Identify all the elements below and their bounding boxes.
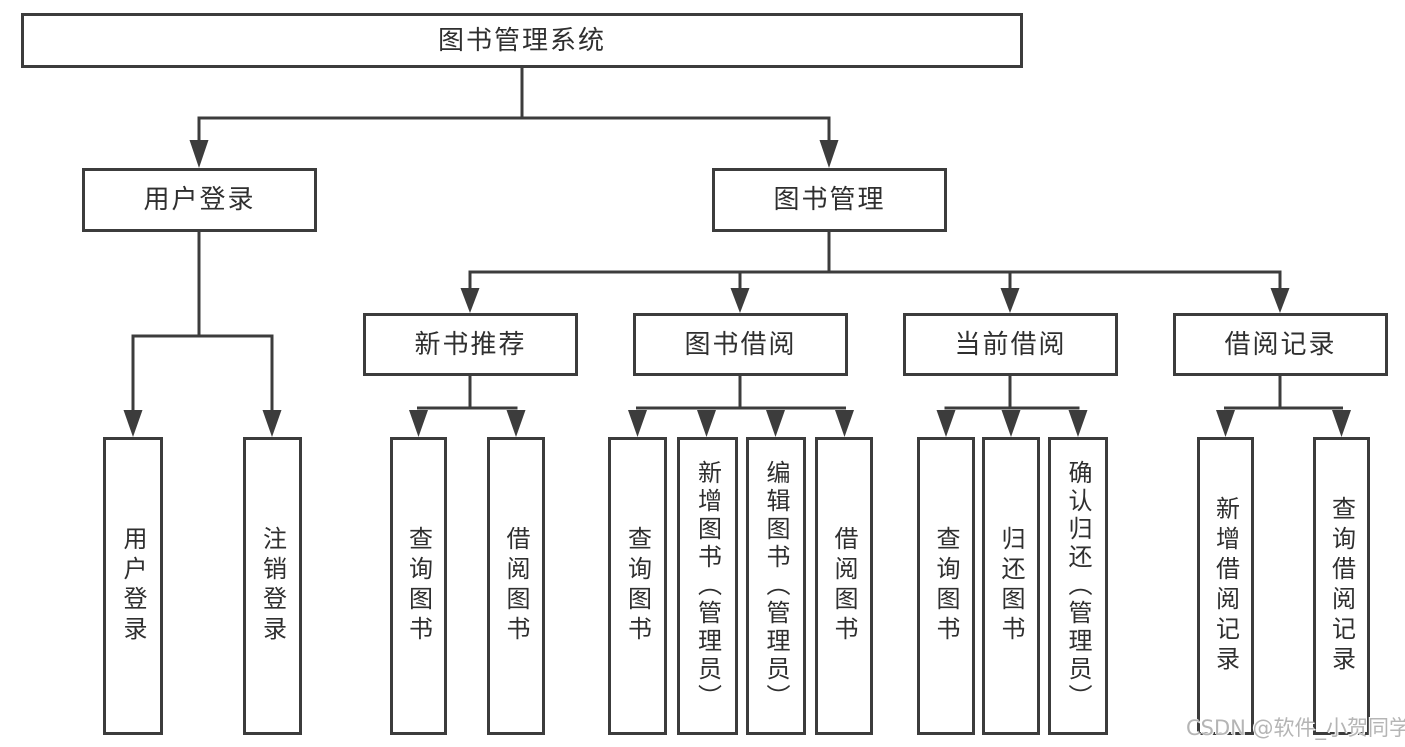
node-current-borrow: 当前借阅 xyxy=(903,313,1118,376)
leaf-edit-books-admin-label: 编辑图书（管理员） xyxy=(762,460,790,712)
leaf-return-books-label: 归还图书 xyxy=(997,526,1025,646)
leaf-query-books-current: 查询图书 xyxy=(917,437,975,735)
node-book-borrow: 图书借阅 xyxy=(633,313,848,376)
leaf-borrow-books-recommend-label: 借阅图书 xyxy=(502,526,530,646)
leaf-query-borrow-record-label: 查询借阅记录 xyxy=(1327,496,1356,676)
node-root: 图书管理系统 xyxy=(21,13,1023,68)
leaf-confirm-return-admin: 确认归还（管理员） xyxy=(1048,437,1108,735)
node-root-label: 图书管理系统 xyxy=(437,25,606,56)
node-book-management: 图书管理 xyxy=(712,168,947,232)
leaf-borrow-books-recommend: 借阅图书 xyxy=(487,437,545,735)
leaf-query-books-recommend: 查询图书 xyxy=(390,437,447,735)
watermark: CSDN @软件_小贺同学 xyxy=(1186,716,1405,740)
leaf-return-books: 归还图书 xyxy=(982,437,1040,735)
node-user-login-label: 用户登录 xyxy=(143,185,256,215)
node-book-management-label: 图书管理 xyxy=(773,185,886,215)
leaf-add-books-admin-label: 新增图书（管理员） xyxy=(693,460,722,712)
leaf-add-borrow-record: 新增借阅记录 xyxy=(1197,437,1254,735)
node-borrow-records: 借阅记录 xyxy=(1173,313,1388,376)
leaf-query-books-borrow-label: 查询图书 xyxy=(623,526,652,646)
leaf-borrow-books-label: 借阅图书 xyxy=(830,526,858,646)
leaf-query-borrow-record: 查询借阅记录 xyxy=(1313,437,1370,735)
leaf-logout-login-label: 注销登录 xyxy=(258,526,287,646)
node-new-book-recommend-label: 新书推荐 xyxy=(414,329,527,360)
node-borrow-records-label: 借阅记录 xyxy=(1224,329,1337,360)
node-new-book-recommend: 新书推荐 xyxy=(363,313,578,376)
leaf-user-login: 用户登录 xyxy=(103,437,163,735)
leaf-edit-books-admin: 编辑图书（管理员） xyxy=(746,437,806,735)
leaf-user-login-label: 用户登录 xyxy=(119,526,147,646)
leaf-query-books-borrow: 查询图书 xyxy=(608,437,667,735)
leaf-borrow-books: 借阅图书 xyxy=(815,437,873,735)
leaf-add-borrow-record-label: 新增借阅记录 xyxy=(1211,496,1240,676)
node-book-borrow-label: 图书借阅 xyxy=(684,329,797,360)
leaf-query-books-recommend-label: 查询图书 xyxy=(404,526,433,646)
leaf-query-books-current-label: 查询图书 xyxy=(932,526,960,646)
leaf-confirm-return-admin-label: 确认归还（管理员） xyxy=(1064,460,1092,712)
leaf-logout-login: 注销登录 xyxy=(243,437,302,735)
node-current-borrow-label: 当前借阅 xyxy=(954,329,1067,360)
node-user-login: 用户登录 xyxy=(82,168,317,232)
leaf-add-books-admin: 新增图书（管理员） xyxy=(677,437,738,735)
